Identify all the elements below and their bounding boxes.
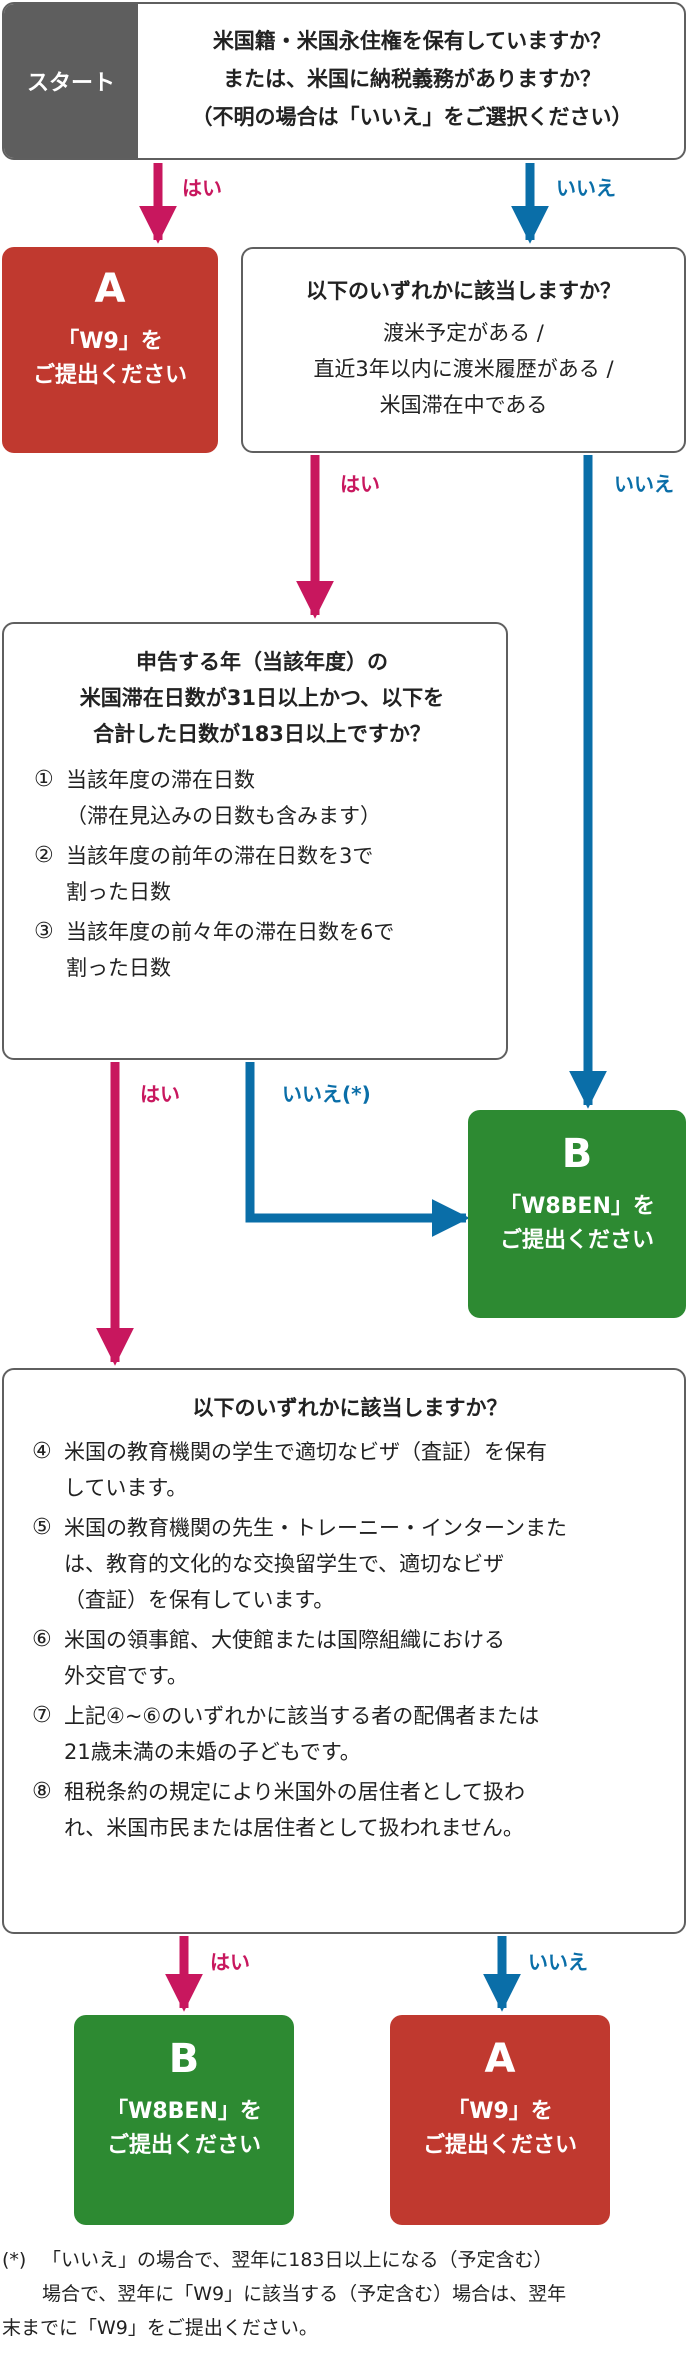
q4-item-6: ⑥ 米国の領事館、大使館または国際組織における 外交官です。 (30, 1622, 670, 1694)
result-b-bottom-line1: 「W8BEN」を (106, 2099, 262, 2124)
footnote-mark: (*) (2, 2249, 27, 2271)
q4-item-5-line-1: 米国の教育機関の先生・トレーニー・インターンまた (64, 1516, 567, 1540)
label-yes-4: はい (210, 1950, 250, 1974)
footnote-line-3: 末までに「W9」をご提出ください。 (2, 2317, 318, 2339)
q2-line-2: 直近3年以内に渡米履歴がある / (313, 357, 614, 381)
q3-title-1: 申告する年（当該年度）の (136, 650, 388, 674)
q4-box: 以下のいずれかに該当しますか？ ④ 米国の教育機関の学生で適切なビザ（査証）を保… (2, 1368, 686, 1934)
q3-item-1-line-2: （滞在見込みの日数も含みます） (66, 804, 381, 828)
q3-item-3: ③ 当該年度の前々年の滞在日数を6で 割った日数 (32, 914, 492, 986)
q3-item-3-num: ③ (34, 919, 54, 944)
footnote-line-2: 場合で、翌年に「W9」に該当する（予定含む）場合は、翌年 (42, 2283, 567, 2305)
result-b-bottom-line2: ご提出ください (106, 2133, 261, 2158)
label-no-4: いいえ (528, 1950, 588, 1974)
q3-item-2-line-1: 当該年度の前年の滞在日数を3で (66, 844, 374, 868)
q2-title: 以下のいずれかに該当しますか？ (306, 279, 621, 303)
q4-item-7: ⑦ 上記④~⑥のいずれかに該当する者の配偶者または 21歳未満の未婚の子どもです… (30, 1698, 670, 1770)
q4-item-8-line-1: 租税条約の規定により米国外の居住者として扱わ (64, 1780, 525, 1804)
start-line-1: 米国籍・米国永住権を保有していますか？ (212, 29, 612, 53)
start-line-3: （不明の場合は「いいえ」をご選択ください） (191, 105, 633, 129)
q4-item-7-num: ⑦ (32, 1703, 52, 1728)
result-a-top: A 「W9」を ご提出ください (2, 247, 218, 453)
result-b-bottom-letter: B (168, 2036, 200, 2082)
q4-item-6-line-2: 外交官です。 (64, 1664, 188, 1688)
result-a-letter: A (94, 266, 126, 312)
q4-item-6-num: ⑥ (32, 1627, 52, 1652)
q4-item-4: ④ 米国の教育機関の学生で適切なビザ（査証）を保有 しています。 (30, 1434, 670, 1506)
start-line-2: または、米国に納税義務がありますか？ (223, 67, 601, 91)
q4-item-4-line-2: しています。 (64, 1476, 188, 1500)
q3-item-1: ① 当該年度の滞在日数 （滞在見込みの日数も含みます） (32, 762, 492, 834)
q3-title-3: 合計した日数が183日以上ですか？ (93, 722, 431, 746)
q4-item-7-line-2: 21歳未満の未婚の子どもです。 (64, 1740, 361, 1764)
q4-item-8-num: ⑧ (32, 1779, 52, 1804)
q4-item-8-line-2: れ、米国市民または居住者として扱われません。 (64, 1816, 524, 1840)
q3-item-3-line-1: 当該年度の前々年の滞在日数を6で (66, 920, 395, 944)
footnote: (*) 「いいえ」の場合で、翌年に183日以上になる（予定含む） 場合で、翌年に… (2, 2243, 690, 2345)
result-b-letter: B (561, 1131, 593, 1177)
q3-item-2-line-2: 割った日数 (66, 880, 171, 904)
q3-title-2: 米国滞在日数が31日以上かつ、以下を (79, 686, 445, 710)
result-b-line1: 「W8BEN」を (499, 1194, 655, 1219)
result-a-bottom: A 「W9」を ご提出ください (390, 2015, 610, 2225)
start-question-box: スタート 米国籍・米国永住権を保有していますか？ または、米国に納税義務がありま… (2, 2, 686, 160)
q4-item-8: ⑧ 租税条約の規定により米国外の居住者として扱わ れ、米国市民または居住者として… (30, 1774, 670, 1846)
q2-line-3: 米国滞在中である (379, 393, 548, 417)
result-a-line2: ご提出ください (32, 363, 187, 388)
footnote-line-1: 「いいえ」の場合で、翌年に183日以上になる（予定含む） (42, 2249, 553, 2271)
q3-item-2: ② 当該年度の前年の滞在日数を3で 割った日数 (32, 838, 492, 910)
q4-item-4-line-1: 米国の教育機関の学生で適切なビザ（査証）を保有 (64, 1440, 547, 1464)
q3-box: 申告する年（当該年度）の 米国滞在日数が31日以上かつ、以下を 合計した日数が1… (2, 622, 508, 1060)
q4-item-7-line-1: 上記④~⑥のいずれかに該当する者の配偶者または (64, 1704, 540, 1728)
q4-item-4-num: ④ (32, 1439, 52, 1464)
label-yes-3: はい (140, 1082, 180, 1106)
q3-item-3-line-2: 割った日数 (66, 956, 171, 980)
label-no-2: いいえ (614, 472, 674, 496)
q3-item-2-num: ② (34, 843, 54, 868)
q4-item-5-num: ⑤ (32, 1515, 52, 1540)
arrow-q3-no (245, 1062, 470, 1237)
start-question: 米国籍・米国永住権を保有していますか？ または、米国に納税義務がありますか？ （… (138, 22, 684, 136)
label-yes-2: はい (340, 472, 380, 496)
result-b-bottom: B 「W8BEN」を ご提出ください (74, 2015, 294, 2225)
result-b-middle: B 「W8BEN」を ご提出ください (468, 1110, 686, 1318)
q4-title: 以下のいずれかに該当しますか？ (192, 1396, 508, 1420)
start-label-text: スタート (26, 71, 115, 96)
label-no-1: いいえ (556, 176, 616, 200)
result-a-bottom-line2: ご提出ください (422, 2133, 577, 2158)
q4-item-6-line-1: 米国の領事館、大使館または国際組織における (64, 1628, 505, 1652)
result-b-line2: ご提出ください (499, 1228, 654, 1253)
q2-line-1: 渡米予定がある / (383, 321, 544, 345)
q4-item-5-line-2: は、教育的文化的な交換留学生で、適切なビザ (64, 1552, 505, 1576)
q3-item-1-num: ① (34, 767, 54, 792)
result-a-bottom-letter: A (484, 2036, 516, 2082)
q2-box: 以下のいずれかに該当しますか？ 渡米予定がある / 直近3年以内に渡米履歴がある… (241, 247, 686, 453)
result-a-bottom-line1: 「W9」を (447, 2099, 553, 2124)
label-no-star: いいえ(*) (282, 1082, 371, 1106)
result-a-line1: 「W9」を (57, 329, 163, 354)
start-label: スタート (4, 4, 138, 158)
q3-item-1-line-1: 当該年度の滞在日数 (66, 768, 255, 792)
q4-item-5-line-3: （査証）を保有しています。 (64, 1588, 335, 1612)
label-yes-1: はい (182, 176, 222, 200)
q4-item-5: ⑤ 米国の教育機関の先生・トレーニー・インターンまた は、教育的文化的な交換留学… (30, 1510, 670, 1618)
